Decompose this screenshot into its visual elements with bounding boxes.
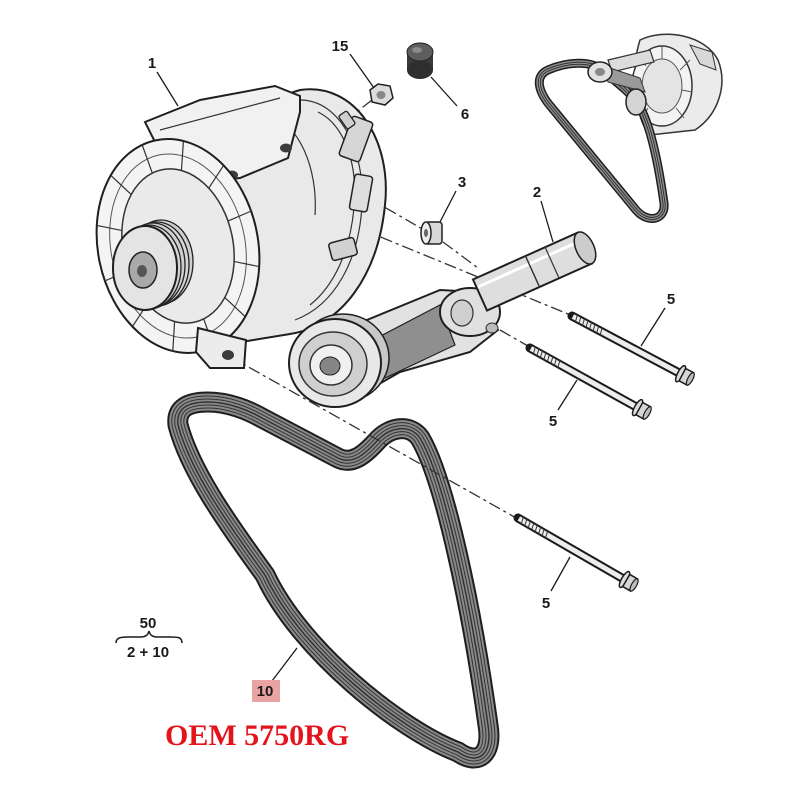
leader-line-tensioner <box>540 200 554 243</box>
leader-line-cap <box>430 76 458 107</box>
kit-note-brace <box>115 630 183 644</box>
leader-line-bolt-middle <box>557 379 578 411</box>
callout-nut-cap: 6 <box>461 106 469 123</box>
oem-label: OEM 5750RG <box>165 719 349 752</box>
alternator-nut <box>369 83 394 106</box>
inset-tensioner <box>587 49 655 93</box>
inset-alternator-pulley <box>625 88 647 116</box>
tensioner-pulley <box>288 313 390 408</box>
callout-belt: 10 <box>257 683 274 700</box>
callout-alternator-nut: 15 <box>332 38 349 55</box>
spacer <box>420 221 443 245</box>
leader-line-spacer <box>439 190 457 223</box>
kit-note: 50 2 + 10 <box>115 615 183 661</box>
leader-line-bolt-upper <box>640 307 666 347</box>
callout-alternator: 1 <box>148 55 156 72</box>
callout-labels: 1 15 6 3 2 5 5 5 10 <box>148 38 675 702</box>
callout-spacer: 3 <box>458 174 466 191</box>
callout-bolt-upper: 5 <box>667 291 675 308</box>
belt-callout-highlight <box>252 680 280 702</box>
bolt-lower <box>514 510 641 594</box>
alternator-pulley <box>112 219 194 311</box>
nut-cap <box>406 42 434 79</box>
leader-line-alternator <box>156 71 179 107</box>
belt-tensioner <box>288 231 597 408</box>
leader-lines <box>156 53 666 682</box>
inset-alternator <box>631 33 723 136</box>
callout-tensioner: 2 <box>533 184 541 201</box>
ribbed-belt <box>178 402 489 758</box>
inset-belt-routing <box>539 33 723 218</box>
kit-note-top: 50 <box>140 615 157 632</box>
callout-bolt-middle: 5 <box>549 413 557 430</box>
callout-bolt-lower: 5 <box>542 595 550 612</box>
leader-line-belt <box>271 647 298 682</box>
leader-line-nut <box>349 53 375 89</box>
leader-line-bolt-lower <box>550 556 571 592</box>
alternator <box>95 84 387 369</box>
kit-note-bottom: 2 + 10 <box>127 644 169 661</box>
